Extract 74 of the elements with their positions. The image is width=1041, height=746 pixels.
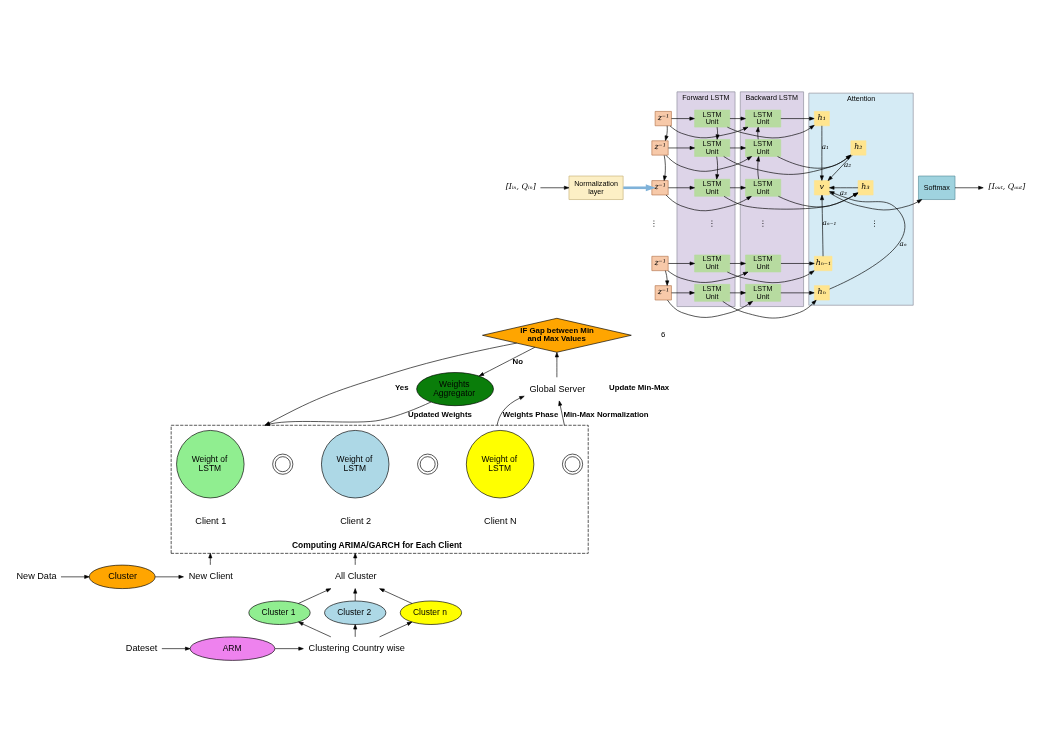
- arrow: [777, 154, 852, 169]
- arrow: [954, 185, 984, 190]
- arrow: [353, 552, 358, 565]
- arrow: [353, 623, 358, 637]
- arrow: [778, 192, 859, 207]
- arrow: [496, 395, 525, 426]
- arrow: [819, 124, 824, 181]
- arrow: [727, 269, 815, 283]
- arrow: [478, 346, 536, 376]
- arrow: [671, 290, 695, 295]
- arrow: [729, 185, 746, 190]
- arrow: [161, 646, 191, 651]
- node-text: Client 2: [340, 515, 372, 526]
- arrow: [829, 192, 923, 210]
- arrow: [668, 185, 695, 190]
- arrow: [755, 126, 760, 140]
- arrow: [665, 154, 752, 172]
- arrow: [379, 587, 413, 604]
- arrow: [667, 269, 749, 283]
- arrow: [729, 145, 746, 150]
- arrow: [820, 194, 824, 257]
- arrow: [669, 125, 749, 138]
- arrow: [668, 261, 695, 265]
- arrow: [623, 183, 656, 191]
- arrow: [208, 552, 213, 565]
- arrow: [154, 574, 184, 579]
- arrow: [829, 190, 906, 289]
- arrow: [729, 290, 746, 295]
- node-circle: Weight of LSTM: [466, 429, 535, 498]
- node-text: Client N: [484, 515, 517, 526]
- arrow: [756, 155, 760, 179]
- node-ellipse: Cluster: [88, 564, 156, 589]
- arrow: [379, 621, 413, 637]
- arrow: [60, 574, 90, 579]
- arrow: [353, 587, 358, 601]
- arrow: [715, 126, 720, 140]
- arrow: [298, 587, 332, 604]
- arrow: [715, 155, 720, 179]
- arrow: [727, 124, 815, 138]
- arrow: [729, 116, 746, 120]
- node-text: Dateset: [125, 642, 158, 653]
- arrow: [540, 185, 570, 190]
- node-text: New Client: [188, 570, 233, 581]
- node-circle: Weight of LSTM: [176, 429, 245, 498]
- arrow: [665, 194, 752, 211]
- arrow: [780, 290, 815, 295]
- arrow: [780, 261, 815, 265]
- node-circle: Weight of LSTM: [321, 429, 390, 498]
- arrow: [780, 116, 815, 120]
- node-text: Global Server: [529, 383, 586, 393]
- node-ellipse: Cluster 2: [324, 600, 387, 625]
- arrow: [667, 299, 753, 318]
- arrow: [558, 400, 565, 426]
- arrow: [723, 192, 859, 209]
- node-text: Clustering Country wise: [308, 642, 405, 653]
- arrow: [829, 185, 859, 190]
- arrow: [722, 299, 817, 318]
- arrow: [827, 154, 853, 181]
- arrow: [554, 351, 559, 378]
- arrow: [729, 261, 746, 265]
- arrow: [664, 124, 669, 141]
- arrow: [274, 646, 304, 651]
- node-text: All Cluster: [334, 570, 377, 581]
- arrow: [723, 154, 852, 175]
- arrow: [663, 154, 667, 181]
- arrow: [671, 116, 695, 120]
- arrow: [298, 621, 332, 637]
- arrow: [668, 145, 695, 150]
- node-text: Client 1: [195, 515, 227, 526]
- arrow: [665, 269, 670, 286]
- node-text: New Data: [16, 570, 57, 581]
- arrow: [264, 401, 432, 426]
- arrow: [264, 342, 517, 426]
- node-ellipse: ARM: [189, 636, 276, 661]
